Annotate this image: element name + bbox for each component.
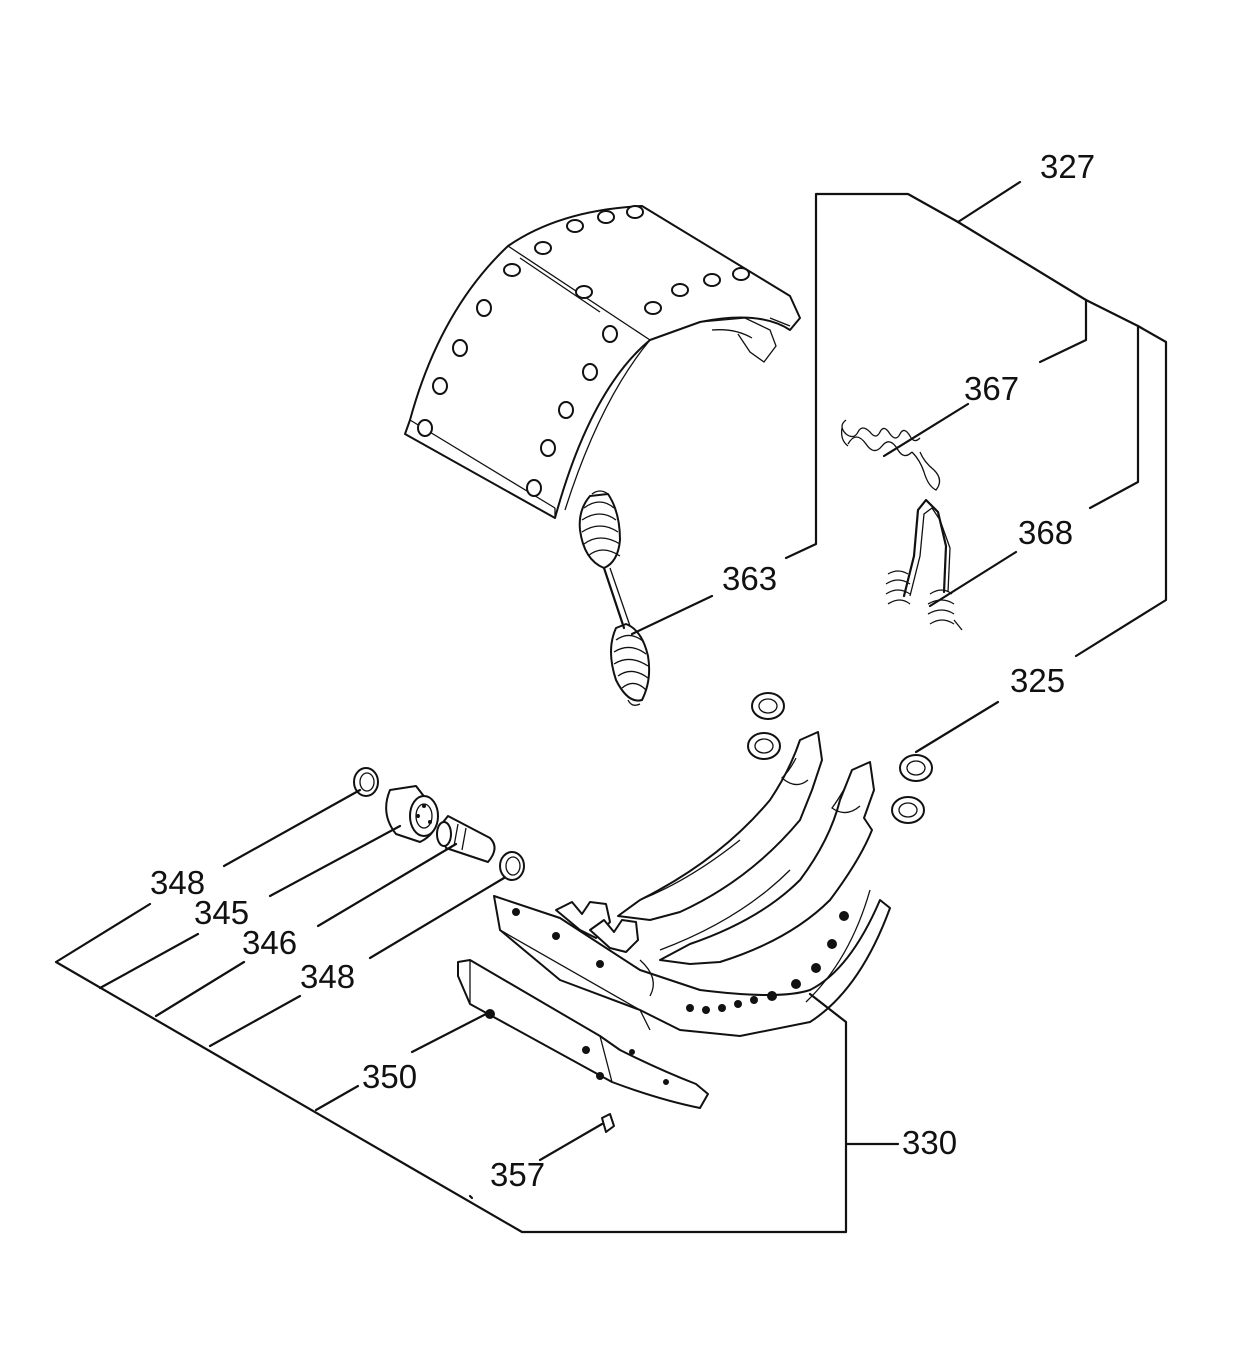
roller-clip bbox=[747, 692, 933, 824]
callout-325: 325 bbox=[1010, 662, 1065, 699]
callout-350: 350 bbox=[362, 1058, 417, 1095]
callout-330: 330 bbox=[902, 1124, 957, 1161]
callout-lines bbox=[54, 180, 1168, 1234]
retainer-spring bbox=[885, 498, 963, 631]
anchor-spring bbox=[840, 419, 941, 491]
brake-shoe bbox=[493, 731, 891, 1037]
callout-367: 367 bbox=[964, 370, 1019, 407]
callout-363: 363 bbox=[722, 560, 777, 597]
callout-346: 346 bbox=[242, 924, 297, 961]
callout-348-bottom: 348 bbox=[300, 958, 355, 995]
brake-lining bbox=[404, 205, 801, 519]
return-spring bbox=[578, 490, 651, 706]
roller bbox=[385, 785, 439, 843]
callout-327: 327 bbox=[1040, 148, 1095, 185]
callout-345: 345 bbox=[194, 894, 249, 931]
lining-segment bbox=[457, 959, 709, 1109]
callout-348-top: 348 bbox=[150, 864, 205, 901]
callout-357: 357 bbox=[490, 1156, 545, 1193]
rivet bbox=[601, 1113, 615, 1133]
callout-368: 368 bbox=[1018, 514, 1073, 551]
anchor-pin bbox=[436, 815, 496, 863]
